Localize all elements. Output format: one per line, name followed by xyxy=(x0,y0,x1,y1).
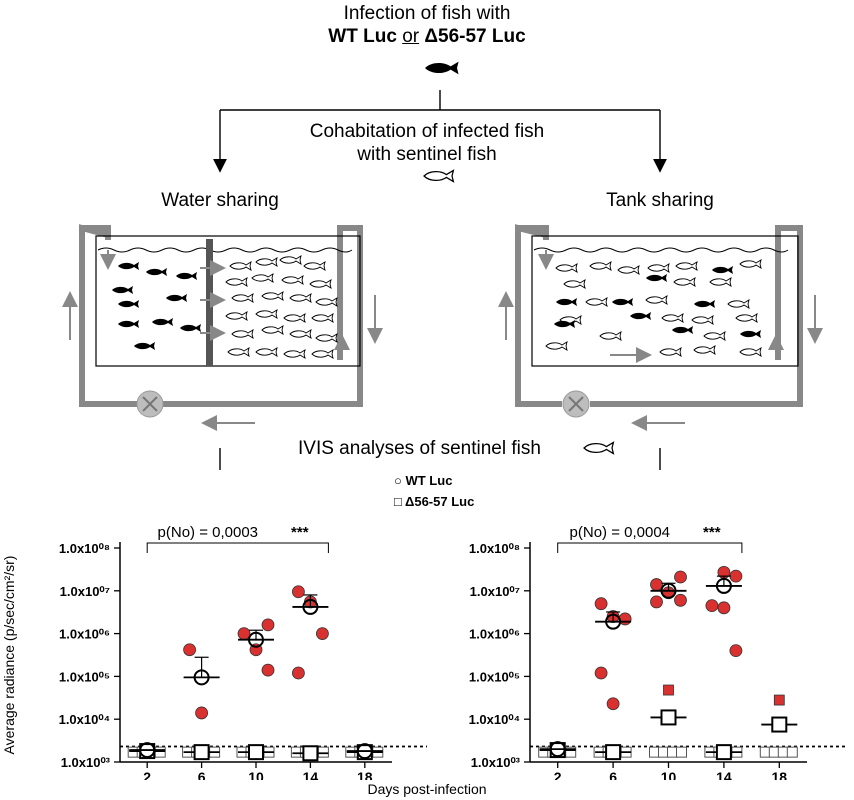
strain-mut-label: Δ56-57 Luc xyxy=(424,26,526,47)
y-tick-label: 1.0x10⁰⁷ xyxy=(470,584,520,599)
wt-mean-marker xyxy=(715,577,732,594)
chart-water-sharing: 1.0x10⁰³ 1.0x10⁰⁴ 1.0x10⁰⁵ 1.0x10⁰⁶ 1.0x10⁰⁷… xyxy=(1,524,427,780)
stat-bracket xyxy=(146,542,329,553)
wt-point xyxy=(261,663,275,677)
wt-point xyxy=(261,618,275,632)
mutant-mean-marker xyxy=(605,744,622,761)
y-tick-label: 1.0x10⁰⁶ xyxy=(469,627,520,642)
x-tick-label: 18 xyxy=(357,769,373,780)
wt-point xyxy=(291,666,305,680)
y-tick-label: 1.0x10⁰⁸ xyxy=(469,541,520,556)
legend-wt: ○ WT Luc xyxy=(394,473,452,488)
x-tick-label: 14 xyxy=(716,769,732,780)
x-tick-label: 6 xyxy=(198,769,206,780)
divider-bar xyxy=(206,239,213,366)
x-tick-label: 2 xyxy=(143,769,151,780)
wt-mean-marker xyxy=(193,669,210,686)
setup-diagram xyxy=(62,61,823,470)
wt-point xyxy=(606,697,620,711)
mutant-point-lod xyxy=(676,746,687,758)
mutant-point-lod xyxy=(154,746,166,758)
mutant-point-lod xyxy=(786,746,798,758)
wt-mean-marker xyxy=(660,582,677,599)
wt-point xyxy=(729,569,743,583)
x-tick-label: 18 xyxy=(772,769,788,780)
circle-legend-icon: ○ xyxy=(394,473,402,488)
cohab-line1: Cohabitation of infected fish xyxy=(309,121,545,142)
y-tick-label: 1.0x10⁰⁵ xyxy=(59,669,110,684)
mutant-mean-marker xyxy=(302,745,319,762)
legend-wt-label: WT Luc xyxy=(405,473,453,488)
stat-label: p(No) = 0,0003 xyxy=(158,524,258,541)
stat-stars: *** xyxy=(703,524,721,541)
mutant-mean-marker xyxy=(771,716,788,733)
wt-mean-marker xyxy=(605,613,622,630)
chart-tank-sharing: 1.0x10⁰³ 1.0x10⁰⁴ 1.0x10⁰⁵ 1.0x10⁰⁶ 1.0x10⁰⁷… xyxy=(469,524,847,780)
y-tick-label: 1.0x10⁰⁶ xyxy=(59,627,110,642)
x-tick-label: 10 xyxy=(248,769,264,780)
mutant-mean-marker xyxy=(715,744,732,761)
wt-mean-marker xyxy=(248,631,264,648)
x-tick-label: 14 xyxy=(303,769,319,780)
header-strains: WT Luc or Δ56-57 Luc xyxy=(227,25,627,48)
wt-point xyxy=(717,601,731,615)
header-line1: Infection of fish with xyxy=(343,3,511,24)
strain-wt-label: WT Luc xyxy=(328,26,397,47)
y-tick-label: 1.0x10⁰⁴ xyxy=(469,712,520,727)
wt-point xyxy=(729,644,743,658)
y-tick-label: 1.0x10⁰⁸ xyxy=(59,541,110,556)
water-sharing-title: Water sharing xyxy=(161,190,279,211)
wt-point xyxy=(291,585,305,599)
x-tick-label: 6 xyxy=(609,769,617,780)
square-legend-icon: □ xyxy=(394,494,402,509)
wt-point xyxy=(183,643,197,657)
tank-sharing-tank xyxy=(498,224,823,431)
wt-point xyxy=(315,627,329,641)
cohab-line2: with sentinel fish xyxy=(357,144,497,165)
legend-mut: □ Δ56-57 Luc xyxy=(394,494,474,509)
y-tick-label: 1.0x10⁰³ xyxy=(471,755,521,770)
mutant-point xyxy=(773,694,785,706)
y-tick-label: 1.0x10⁰³ xyxy=(61,755,111,770)
stat-bracket xyxy=(557,542,743,553)
wt-point xyxy=(650,578,663,591)
mutant-mean-marker xyxy=(660,709,677,726)
infected-fish-icon xyxy=(425,61,459,75)
wt-point xyxy=(674,593,687,607)
wt-mean-marker xyxy=(302,598,319,615)
x-tick-label: 2 xyxy=(554,769,562,780)
y-tick-label: 1.0x10⁰⁵ xyxy=(469,669,520,684)
wt-point xyxy=(674,570,687,584)
wt-point xyxy=(650,595,663,609)
ivis-label: IVIS analyses of sentinel fish xyxy=(298,438,541,459)
wt-point xyxy=(237,627,251,641)
y-tick-label: 1.0x10⁰⁷ xyxy=(60,584,110,599)
mutant-mean-marker xyxy=(248,744,264,761)
wt-point xyxy=(594,666,608,680)
mutant-point xyxy=(663,684,674,696)
mutant-point-lod xyxy=(565,746,577,758)
wt-point xyxy=(594,597,608,611)
mutant-mean-marker xyxy=(193,744,210,761)
mutant-point-lod xyxy=(317,746,329,758)
sentinel-fish-icon xyxy=(423,169,455,183)
conj-label: or xyxy=(402,26,420,47)
sentinel-fish-icon xyxy=(583,441,615,455)
wt-mean-marker xyxy=(139,742,156,759)
x-axis-title: Days post-infection xyxy=(367,781,487,797)
legend-mut-label: Δ56-57 Luc xyxy=(405,494,475,509)
stat-label: p(No) = 0,0004 xyxy=(570,524,670,541)
y-axis-title: Average radiance (p/sec/cm²/sr) xyxy=(1,556,17,755)
wt-point xyxy=(195,706,209,720)
stat-stars: *** xyxy=(291,524,309,541)
water-sharing-tank xyxy=(62,224,383,431)
tank-sharing-title: Tank sharing xyxy=(606,190,714,211)
wt-mean-marker xyxy=(356,743,373,760)
wt-mean-marker xyxy=(549,741,566,758)
y-tick-label: 1.0x10⁰⁴ xyxy=(59,712,110,727)
wt-point xyxy=(705,599,719,613)
x-tick-label: 10 xyxy=(661,769,677,780)
